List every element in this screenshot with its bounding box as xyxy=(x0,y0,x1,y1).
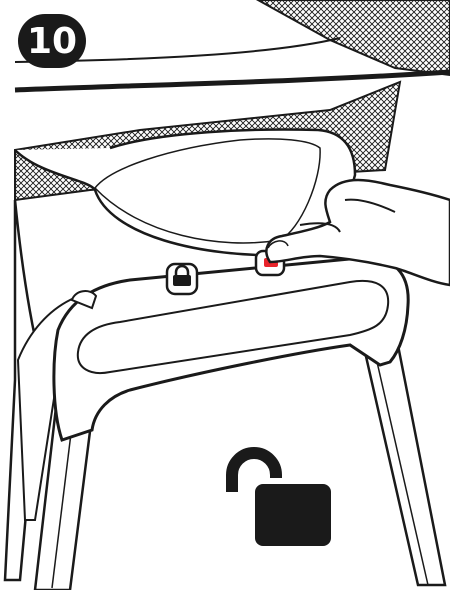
seat-mesh-top xyxy=(258,0,450,75)
right-leg xyxy=(360,330,445,585)
lock-button-icon xyxy=(167,264,197,294)
step-number-badge: 10 xyxy=(18,14,86,68)
unlocked-padlock-icon xyxy=(232,453,331,546)
